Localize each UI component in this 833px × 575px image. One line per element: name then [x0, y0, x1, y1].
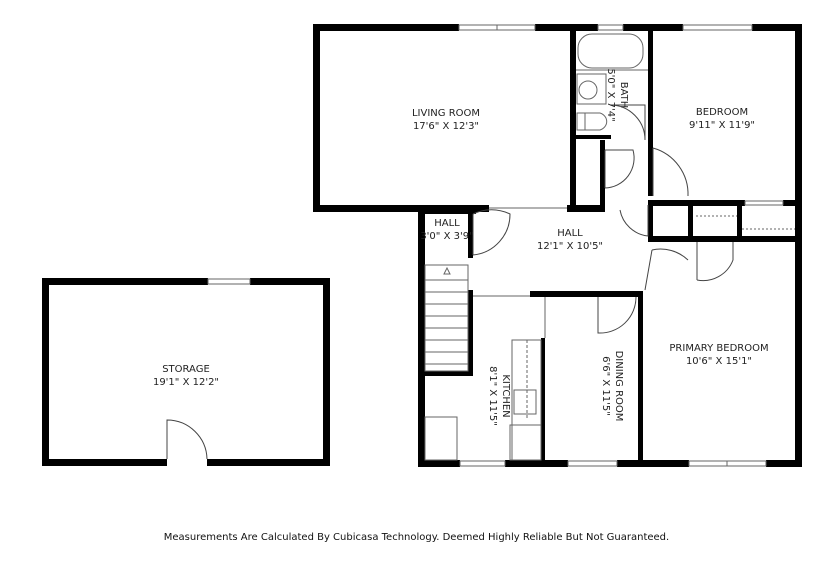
room-name: LIVING ROOM	[411, 108, 481, 119]
room-bedroom: BEDROOM 9'11" X 11'9"	[689, 106, 755, 132]
room-name: BATH	[618, 81, 629, 109]
room-size: 3'0" X 3'9"	[420, 231, 474, 242]
room-name: HALL	[434, 218, 460, 229]
room-hall-small: HALL 3'0" X 3'9"	[420, 217, 473, 243]
room-name: HALL	[557, 228, 583, 239]
doors	[166, 104, 734, 460]
room-size: 6'6" X 11'5"	[600, 356, 611, 416]
room-storage: STORAGE 19'1" X 12'2"	[153, 363, 219, 389]
room-name: STORAGE	[162, 364, 210, 375]
room-name: PRIMARY BEDROOM	[669, 343, 769, 354]
room-name: DINING ROOM	[613, 350, 624, 422]
walls	[42, 24, 802, 467]
room-size: 17'6" X 12'3"	[412, 121, 480, 132]
stairs	[425, 266, 468, 365]
fixtures	[424, 33, 795, 461]
room-primary-bedroom: PRIMARY BEDROOM 10'6" X 15'1"	[669, 342, 768, 368]
room-name: KITCHEN	[500, 374, 511, 418]
windows	[207, 24, 784, 467]
room-size: 8'1" X 11'5"	[487, 366, 498, 426]
room-living-room: LIVING ROOM 17'6" X 12'3"	[412, 107, 480, 133]
room-size: 10'6" X 15'1"	[685, 356, 753, 367]
room-size: 5'0" X 7'4"	[605, 68, 616, 122]
disclaimer: Measurements Are Calculated By Cubicasa …	[163, 532, 670, 543]
room-size: 9'11" X 11'9"	[688, 120, 756, 131]
room-size: 19'1" X 12'2"	[152, 377, 220, 388]
room-size: 12'1" X 10'5"	[536, 241, 604, 252]
room-hall: HALL 12'1" X 10'5"	[537, 227, 603, 253]
room-name: BEDROOM	[695, 107, 749, 118]
